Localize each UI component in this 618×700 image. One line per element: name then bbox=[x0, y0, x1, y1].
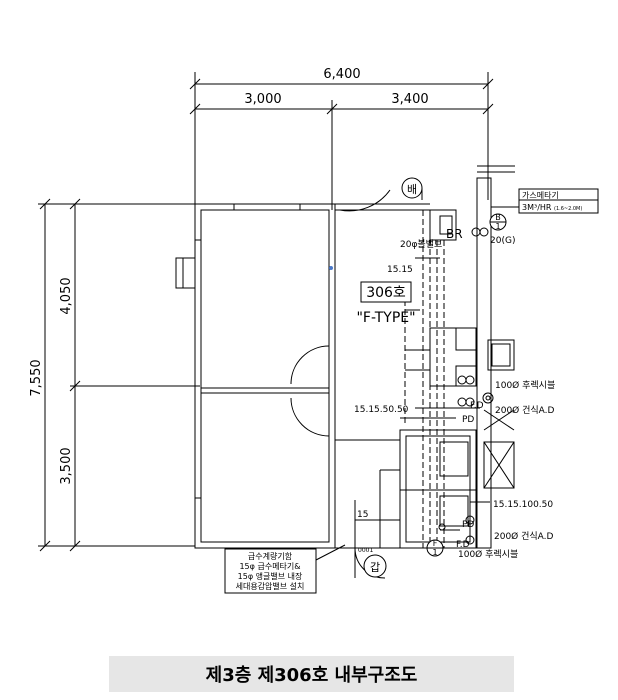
dim-left-lower: 3,500 bbox=[59, 447, 74, 484]
vent-label: 배 bbox=[407, 183, 417, 196]
pd-label-2: PD bbox=[462, 520, 474, 530]
note-15-15-50-50: 15.15.50.50 bbox=[354, 405, 409, 415]
water-box-line1: 급수계량기함 bbox=[248, 551, 293, 561]
dim-top-total: 6,400 bbox=[323, 67, 360, 82]
fd-label-1: F.D bbox=[470, 401, 484, 411]
b1-bottom: 1 bbox=[495, 222, 500, 231]
water-box-line2: 15φ 급수메타기& bbox=[239, 562, 300, 571]
b1-marker bbox=[489, 213, 507, 231]
entrance-symbol bbox=[363, 554, 387, 578]
gas-meter-line2: 3M³/HR (1.6~2.0M) bbox=[522, 203, 582, 212]
gas-meter-box bbox=[518, 188, 599, 214]
fd-label-2: F.D bbox=[456, 540, 470, 550]
f1-top: F bbox=[433, 539, 438, 548]
dim-top-right: 3,400 bbox=[391, 92, 428, 107]
pipe-lines bbox=[404, 210, 445, 548]
entrance-label: 갑 bbox=[370, 561, 380, 574]
note-15: 15 bbox=[357, 510, 368, 520]
g20-note: 20(G) bbox=[490, 236, 515, 246]
caption-bar: 제3층 제306호 내부구조도 bbox=[109, 656, 514, 692]
dim-left-total: 7,550 bbox=[29, 359, 44, 396]
gas-meter-rate-small: (1.6~2.0M) bbox=[554, 206, 582, 212]
br-label: BR bbox=[446, 227, 463, 241]
vent-symbol bbox=[401, 177, 423, 200]
door-swings bbox=[290, 189, 391, 579]
top-dimensions bbox=[189, 72, 494, 210]
note-15-15: 15.15 bbox=[387, 265, 413, 275]
left-dimensions bbox=[38, 198, 200, 552]
caption-text: 제3층 제306호 내부구조도 bbox=[205, 665, 418, 686]
gas-meter-rate: 3M³/HR bbox=[522, 203, 552, 212]
pd-label-1: PD bbox=[462, 415, 474, 425]
unit-number-box bbox=[360, 281, 412, 303]
f1-bottom: 1 bbox=[432, 548, 437, 557]
water-meter-box bbox=[224, 548, 317, 594]
f1-marker bbox=[426, 539, 444, 557]
unit-number: 306호 bbox=[366, 285, 406, 301]
vent-note-2: 100Ø 후렉시블 bbox=[458, 549, 518, 560]
water-box-line4: 세대용감압밸브 설치 bbox=[236, 581, 305, 591]
gas-meter-line1: 가스메타기 bbox=[522, 191, 559, 200]
b1-top: B bbox=[495, 213, 501, 222]
unit-type: "F-TYPE" bbox=[356, 310, 415, 326]
vent-note-1: 100Ø 후렉시블 bbox=[495, 380, 555, 391]
note-15-15-100-50: 15.15.100.50 bbox=[493, 500, 553, 510]
valve-note: 20φ볼밸브 bbox=[400, 239, 442, 250]
dry-note-1: 200Ø 건식A.D bbox=[495, 405, 555, 416]
blue-marker bbox=[329, 266, 333, 270]
valves bbox=[438, 227, 494, 545]
water-box-line3: 15φ 앵글밸브 내장 bbox=[238, 571, 303, 581]
dim-left-upper: 4,050 bbox=[59, 277, 74, 314]
note-0001: 0001 bbox=[358, 547, 373, 554]
dry-note-2: 200Ø 건식A.D bbox=[494, 531, 554, 542]
walls bbox=[175, 165, 515, 549]
dim-top-left: 3,000 bbox=[244, 92, 281, 107]
